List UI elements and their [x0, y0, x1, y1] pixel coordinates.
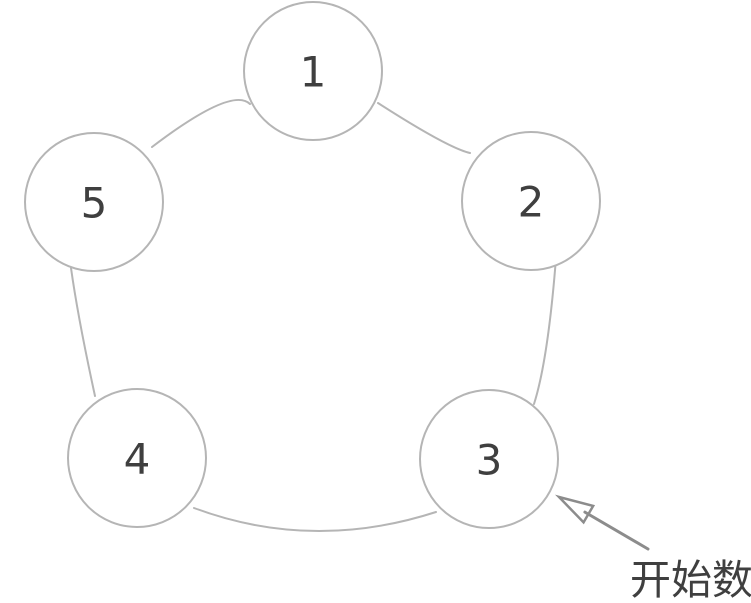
edge-node1-node2 [377, 102, 471, 154]
node-2[interactable]: 2 [461, 131, 601, 271]
annotation-arrowhead-icon [554, 494, 596, 525]
annotation-arrow-shaft [583, 510, 650, 551]
edge-node3-node4 [193, 507, 437, 532]
node-1-circle[interactable] [243, 1, 383, 141]
start-annotation-label: 开始数 [630, 556, 751, 603]
edge-node5-node1 [151, 99, 251, 148]
node-5-circle[interactable] [24, 132, 164, 272]
node-1-label: 1 [300, 48, 327, 97]
node-4-label: 4 [124, 435, 151, 484]
node-3-circle[interactable] [419, 389, 559, 529]
edge-node4-node5 [70, 267, 96, 397]
nodes-group: 1 2 3 4 5 [24, 1, 601, 529]
node-2-circle[interactable] [461, 131, 601, 271]
node-3[interactable]: 3 [419, 389, 559, 529]
node-2-label: 2 [518, 178, 545, 227]
node-4[interactable]: 4 [67, 388, 207, 528]
node-4-circle[interactable] [67, 388, 207, 528]
node-1[interactable]: 1 [243, 1, 383, 141]
node-3-label: 3 [476, 436, 503, 485]
node-5[interactable]: 5 [24, 132, 164, 272]
node-5-label: 5 [81, 179, 108, 228]
start-annotation-group: 开始数 [554, 494, 751, 603]
edges-group [70, 99, 557, 532]
edge-node2-node3 [533, 257, 557, 405]
